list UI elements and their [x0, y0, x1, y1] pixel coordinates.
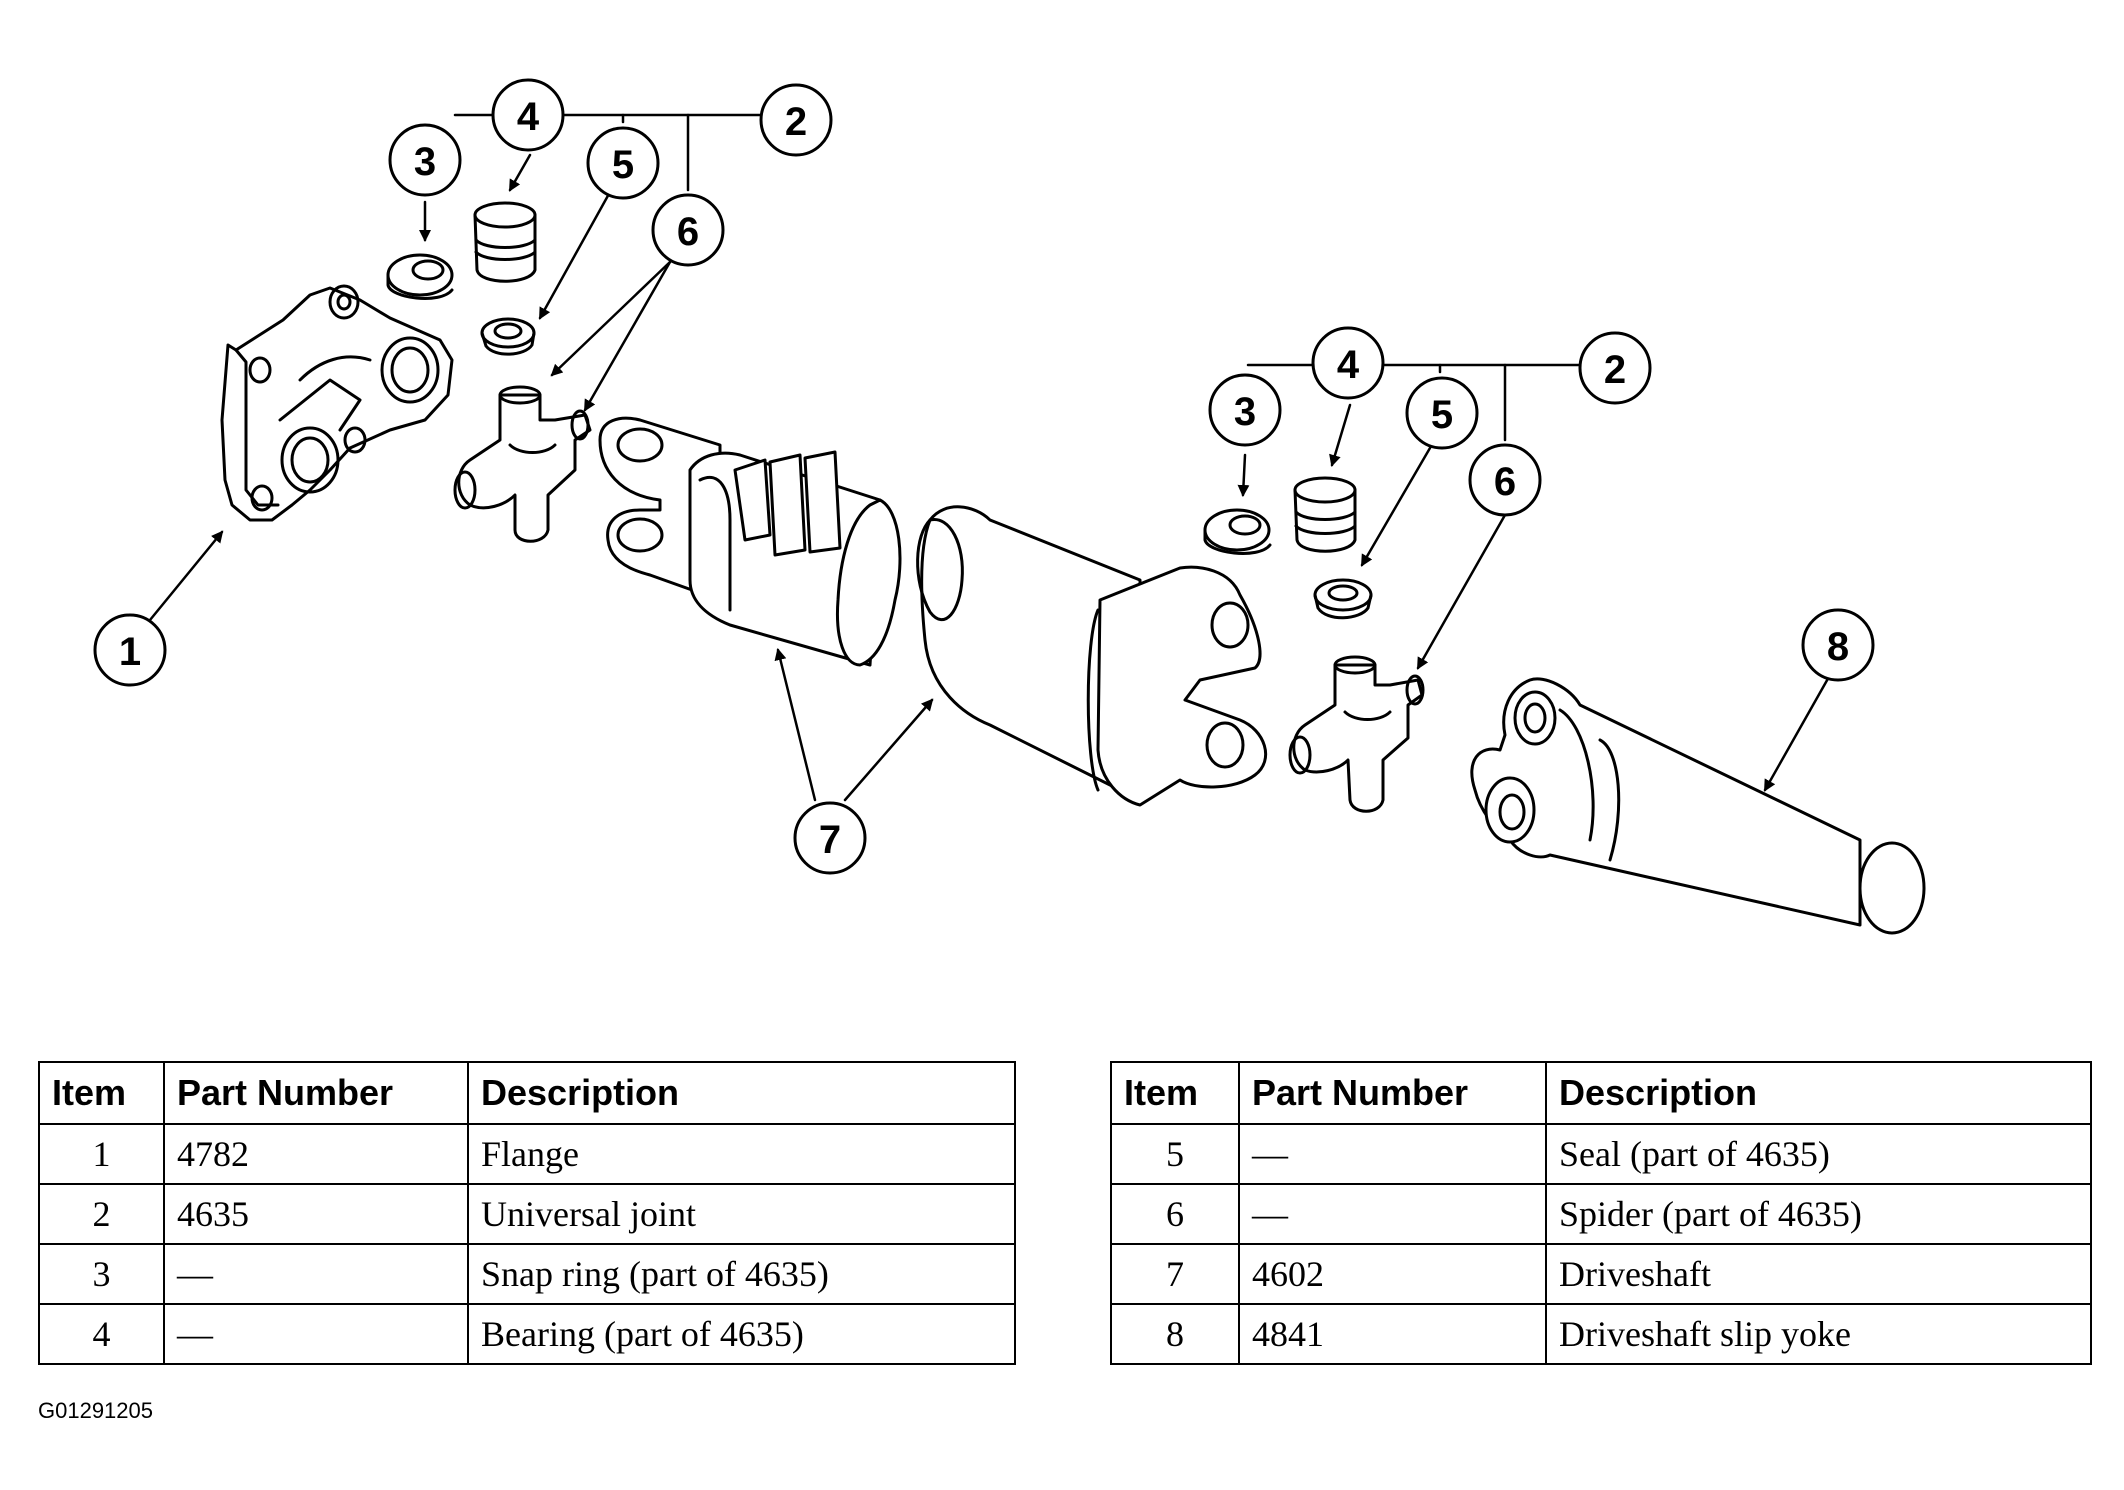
left-snap-ring-part: [386, 253, 454, 300]
header-description: Description: [467, 1061, 1016, 1125]
part-number-cell: —: [163, 1303, 469, 1365]
description-cell: Driveshaft slip yoke: [1545, 1303, 2092, 1365]
item-cell: 6: [1110, 1183, 1240, 1245]
callout-6-left-circle: [651, 193, 725, 267]
callout-2-left-label: 2: [785, 100, 807, 144]
table-row: 6 — Spider (part of 4635): [1110, 1183, 2092, 1245]
callout-3-right-label: 3: [1234, 390, 1256, 434]
flange-part: [220, 284, 454, 522]
left-bearing-part: [473, 201, 537, 283]
left-seal-part: [480, 317, 536, 356]
callout-1-circle: [93, 613, 167, 687]
callout-4-left-label: 4: [517, 95, 540, 139]
part-number-cell: 4841: [1238, 1303, 1547, 1365]
callout-3-right-circle: [1208, 373, 1282, 447]
exploded-driveshaft-diagram: 1 3 4 5 6 2 7 3 4 5 6 2 8: [93, 78, 1926, 935]
left-spider-part: [453, 385, 592, 543]
table-row: 1 4782 Flange: [38, 1123, 1016, 1185]
callout-3-left-circle: [388, 123, 462, 197]
part-number-cell: —: [1238, 1123, 1547, 1185]
right-seal-part: [1313, 578, 1373, 620]
callout-2-right-label: 2: [1604, 348, 1626, 392]
callout-6-left-label: 6: [677, 210, 699, 254]
header-part-number: Part Number: [163, 1061, 469, 1125]
right-bearing-part: [1293, 476, 1357, 553]
table-row: 3 — Snap ring (part of 4635): [38, 1243, 1016, 1305]
right-snap-ring-part: [1203, 508, 1272, 555]
callout-7-circle: [793, 801, 867, 875]
slip-yoke-part: [1470, 677, 1926, 935]
item-cell: 5: [1110, 1123, 1240, 1185]
header-part-number: Part Number: [1238, 1061, 1547, 1125]
right-spider-part: [1288, 655, 1425, 813]
callout-4-right-label: 4: [1337, 343, 1360, 387]
description-cell: Flange: [467, 1123, 1016, 1185]
callout-4-left-circle: [491, 78, 565, 152]
callout-6-right-label: 6: [1494, 460, 1516, 504]
table-row: 2 4635 Universal joint: [38, 1183, 1016, 1245]
header-item: Item: [1110, 1061, 1240, 1125]
description-cell: Spider (part of 4635): [1545, 1183, 2092, 1245]
table-row: 7 4602 Driveshaft: [1110, 1243, 2092, 1305]
callout-5-left-label: 5: [612, 143, 634, 187]
description-cell: Seal (part of 4635): [1545, 1123, 2092, 1185]
description-cell: Snap ring (part of 4635): [467, 1243, 1016, 1305]
callout-5-right-circle: [1405, 376, 1479, 450]
table-row: 5 — Seal (part of 4635): [1110, 1123, 2092, 1185]
callout-2-left-circle: [759, 83, 833, 157]
figure-id: G01291205: [38, 1398, 153, 1423]
header-item: Item: [38, 1061, 165, 1125]
part-number-cell: —: [163, 1243, 469, 1305]
description-cell: Driveshaft: [1545, 1243, 2092, 1305]
table-header-row: Item Part Number Description: [38, 1061, 1016, 1125]
item-cell: 7: [1110, 1243, 1240, 1305]
item-cell: 3: [38, 1243, 165, 1305]
callout-8-label: 8: [1827, 625, 1849, 669]
table-row: 8 4841 Driveshaft slip yoke: [1110, 1303, 2092, 1365]
part-number-cell: 4782: [163, 1123, 469, 1185]
description-cell: Bearing (part of 4635): [467, 1303, 1016, 1365]
item-cell: 1: [38, 1123, 165, 1185]
callout-6-right-circle: [1468, 443, 1542, 517]
callout-3-left-label: 3: [414, 140, 436, 184]
item-cell: 4: [38, 1303, 165, 1365]
part-number-cell: —: [1238, 1183, 1547, 1245]
item-cell: 2: [38, 1183, 165, 1245]
callout-5-left-circle: [586, 126, 660, 200]
header-description: Description: [1545, 1061, 2092, 1125]
table-header-row: Item Part Number Description: [1110, 1061, 2092, 1125]
callout-5-right-label: 5: [1431, 393, 1453, 437]
callout-7-label: 7: [819, 818, 841, 862]
description-cell: Universal joint: [467, 1183, 1016, 1245]
callout-4-right-circle: [1311, 326, 1385, 400]
item-cell: 8: [1110, 1303, 1240, 1365]
callout-2-right-circle: [1578, 331, 1652, 405]
part-number-cell: 4602: [1238, 1243, 1547, 1305]
callout-8-circle: [1801, 608, 1875, 682]
driveshaft-part: [598, 416, 1268, 807]
callout-1-label: 1: [119, 630, 141, 674]
parts-table-left: Item Part Number Description 1 4782 Flan…: [38, 1061, 1016, 1365]
table-row: 4 — Bearing (part of 4635): [38, 1303, 1016, 1365]
parts-table-right: Item Part Number Description 5 — Seal (p…: [1110, 1061, 2092, 1365]
part-number-cell: 4635: [163, 1183, 469, 1245]
